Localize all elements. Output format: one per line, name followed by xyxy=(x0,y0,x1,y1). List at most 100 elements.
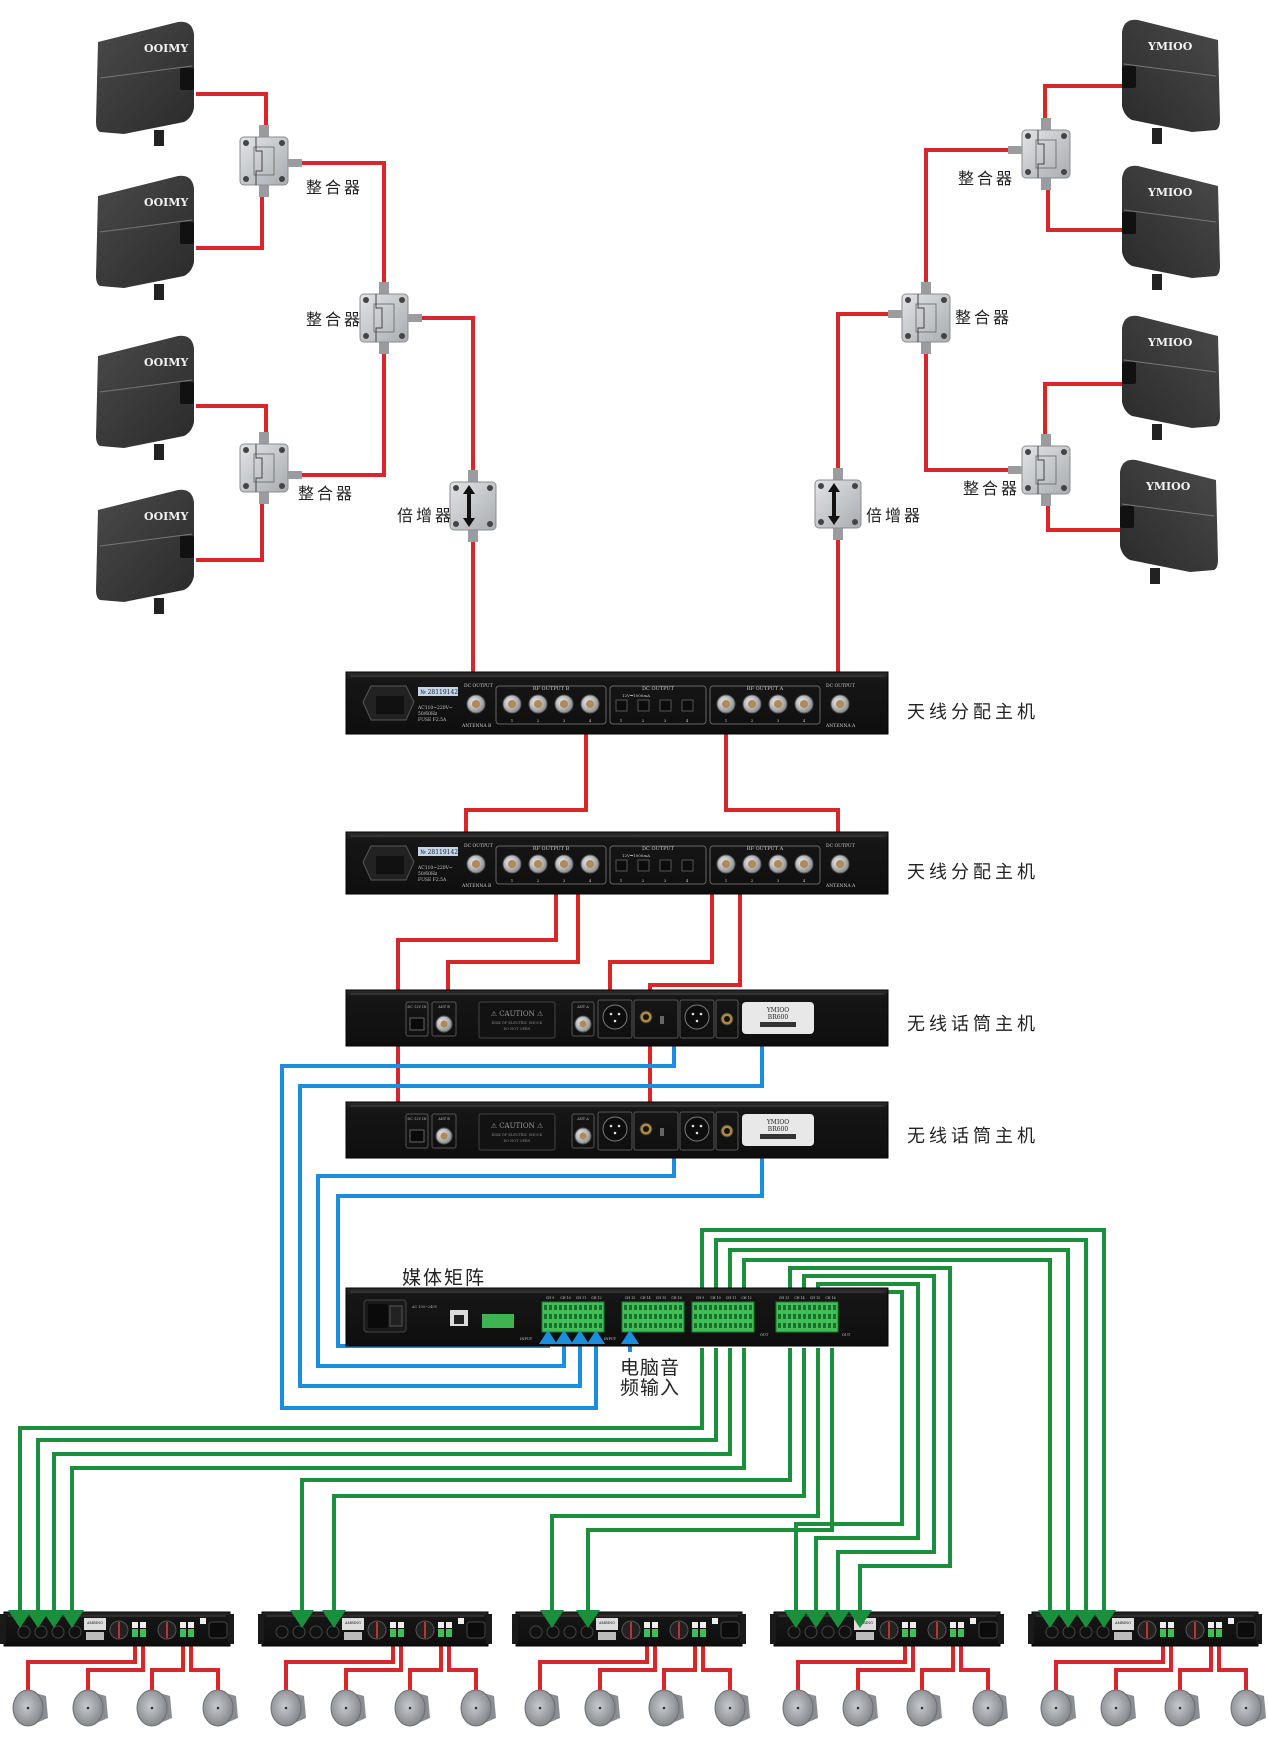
rack-ear-left xyxy=(258,1614,264,1644)
terminal-screw xyxy=(599,1314,602,1319)
power-amplifier-2: AMBING xyxy=(258,1611,492,1647)
xlr-pin xyxy=(609,1124,613,1128)
screw xyxy=(243,176,249,182)
unbal-out-group xyxy=(633,999,679,1039)
speaker-center xyxy=(598,1706,602,1710)
antenna-connector-block xyxy=(180,536,194,558)
antenna-paddle xyxy=(96,21,194,134)
xlr-pin xyxy=(617,1012,621,1016)
port-number: 1 xyxy=(620,878,623,883)
speaker-center xyxy=(662,1706,666,1710)
rs485-terminal xyxy=(482,1314,514,1328)
terminal-screw xyxy=(629,1323,632,1328)
antenna-distributor-label-2: 天线分配主机 xyxy=(907,862,1039,883)
phoenix-terminal-block xyxy=(775,1301,839,1333)
screw xyxy=(279,176,285,182)
xlr-input-connector xyxy=(787,1625,801,1639)
audio-out-cable-amp1-4 xyxy=(70,1348,746,1612)
terminal-screw xyxy=(833,1323,836,1328)
output-label: OUT xyxy=(842,1333,851,1337)
terminal-screw xyxy=(803,1314,806,1319)
terminal-screw xyxy=(734,1323,737,1328)
antenna-left-3: OOIMY xyxy=(96,335,194,460)
dc-output-label: DC OUTPUT xyxy=(642,846,675,852)
speaker-terminal-cap xyxy=(132,1622,138,1628)
terminal-screw xyxy=(544,1314,547,1319)
terminal-screw xyxy=(654,1314,657,1319)
bnc-side xyxy=(288,471,302,479)
antenna-bottom-mount xyxy=(1152,424,1162,440)
mode-switch xyxy=(660,1016,664,1024)
terminal-screw xyxy=(783,1305,786,1310)
terminal-screw xyxy=(669,1323,672,1328)
amp-input-arrow-icon xyxy=(290,1610,314,1628)
ceiling-speaker-2-4 xyxy=(460,1689,496,1727)
dc-in-jack xyxy=(409,1017,425,1031)
input-label: INPUT xyxy=(604,1337,617,1341)
audio-out-cable-amp5-4 xyxy=(700,1228,1106,1612)
terminal-screw xyxy=(833,1305,836,1310)
serial-number: № 28119142 xyxy=(420,689,458,696)
speaker-terminal xyxy=(446,1629,452,1637)
power-amplifier-1: AMBING xyxy=(0,1611,234,1647)
terminal-screw xyxy=(749,1323,752,1328)
port-number: 3 xyxy=(563,718,566,723)
matrix-input-arrow-icon xyxy=(539,1330,557,1344)
power-amplifier-5: AMBING xyxy=(1028,1611,1262,1647)
screw xyxy=(1025,449,1031,455)
dc-jack xyxy=(615,859,628,872)
bnc-center-pin xyxy=(773,859,783,869)
terminal-screw xyxy=(554,1305,557,1310)
arrows-layer xyxy=(8,1330,1116,1628)
bnc-bottom xyxy=(1041,176,1051,190)
amp-input-arrow-icon xyxy=(826,1610,850,1628)
terminal-screw xyxy=(788,1305,791,1310)
terminal-screw xyxy=(584,1323,587,1328)
certification-mark xyxy=(970,1618,976,1624)
terminal-screw xyxy=(798,1323,801,1328)
bnc-bottom xyxy=(259,183,269,197)
terminal-screw xyxy=(719,1323,722,1328)
power-rating-text: AC110~220V~ xyxy=(417,705,453,711)
channel-label: CH 12 xyxy=(741,1296,751,1300)
terminal-screw xyxy=(629,1305,632,1310)
phoenix-terminal-block xyxy=(691,1301,755,1333)
speaker-center xyxy=(474,1706,478,1710)
speaker-center xyxy=(216,1706,220,1710)
certification-mark xyxy=(458,1618,464,1624)
port-number: 3 xyxy=(777,718,780,723)
screw xyxy=(399,297,405,303)
antenna-bottom-mount xyxy=(154,130,164,146)
matrix-input-arrow-icon xyxy=(555,1330,573,1344)
terminal-screw xyxy=(823,1323,826,1328)
speaker-terminal-cap xyxy=(910,1622,916,1628)
speaker-terminal xyxy=(902,1629,908,1637)
channel-label: CH 13 xyxy=(779,1296,789,1300)
dc-jack xyxy=(681,859,694,872)
audio-out-cable-amp5-2 xyxy=(728,1248,1070,1612)
bnc-side xyxy=(1008,146,1022,154)
channel-label: CH 15 xyxy=(810,1296,820,1300)
terminal-screw xyxy=(828,1305,831,1310)
speaker-terminal xyxy=(700,1629,706,1637)
speaker-center xyxy=(728,1706,732,1710)
terminal-screw xyxy=(664,1323,667,1328)
screw xyxy=(1061,449,1067,455)
terminal-screw xyxy=(704,1314,707,1319)
speaker-center xyxy=(1114,1706,1118,1710)
terminal-screw xyxy=(554,1314,557,1319)
bnc-top xyxy=(259,125,269,139)
port-number: 4 xyxy=(803,718,806,723)
terminal-screw xyxy=(818,1323,821,1328)
rack-ear-right xyxy=(228,1614,234,1644)
channel-label: CH 16 xyxy=(825,1296,835,1300)
terminal-screw xyxy=(694,1305,697,1310)
terminal-screw xyxy=(629,1314,632,1319)
xlr-input-connector xyxy=(529,1625,543,1639)
combiner-label-right-3: 整合器 xyxy=(963,479,1021,498)
port-number: 3 xyxy=(664,878,667,883)
power-rating-text: FUSE F2.5A xyxy=(418,717,447,723)
bnc-center-pin xyxy=(440,1020,448,1028)
terminal-screw xyxy=(644,1323,647,1328)
bnc-center-pin xyxy=(559,859,569,869)
